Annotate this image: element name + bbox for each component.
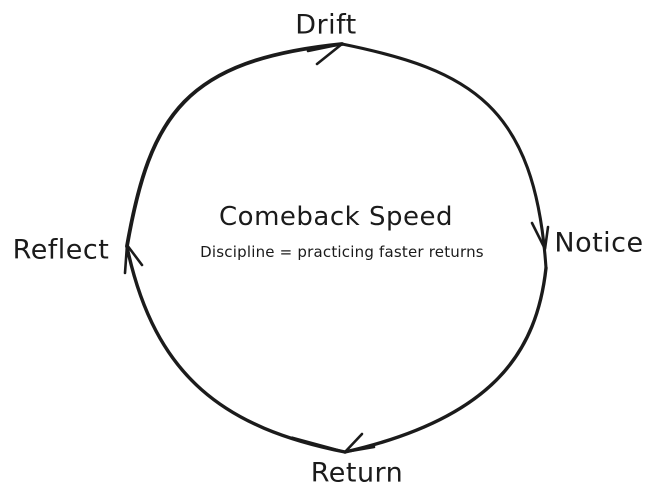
node-label-drift: Drift (295, 9, 357, 41)
node-label-reflect: Reflect (12, 234, 110, 266)
arrowhead-return-icon (343, 432, 376, 454)
diagram-title: Comeback Speed (219, 202, 453, 232)
sketch-overdraw-line (291, 436, 341, 451)
node-label-notice: Notice (554, 227, 644, 259)
cycle-strokes (123, 42, 550, 454)
arc-return-to-reflect (125, 245, 347, 454)
arc-notice-to-return (343, 266, 548, 454)
arc-drift-to-notice (340, 42, 548, 270)
arrowhead-reflect-icon (123, 243, 144, 275)
arrowhead-notice-icon (530, 221, 550, 251)
node-label-return: Return (310, 457, 404, 489)
arc-reflect-to-drift (125, 42, 344, 248)
arrowhead-drift-icon (306, 42, 344, 66)
diagram-subtitle: Discipline = practicing faster returns (200, 243, 484, 261)
